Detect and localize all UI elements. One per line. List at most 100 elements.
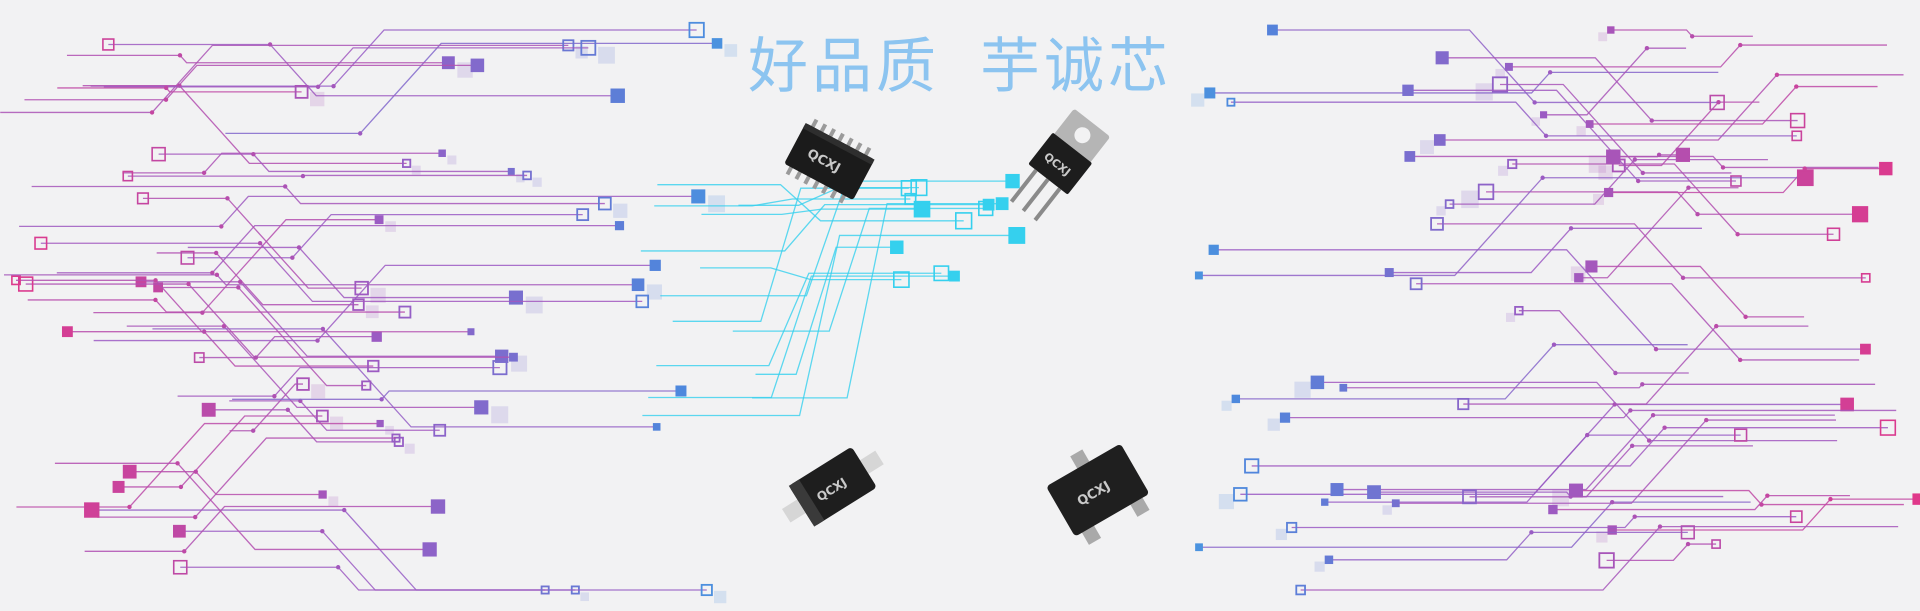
trace-pad [562, 39, 575, 52]
trace-dot [1532, 100, 1537, 105]
circuit-trace [1591, 265, 1805, 318]
trace-dot [1632, 514, 1637, 519]
trace-pad [122, 170, 134, 182]
circuit-trace [1328, 531, 1688, 561]
circuit-trace [1439, 74, 1904, 141]
circuit-trace [1576, 489, 1904, 506]
trace-pad [1321, 498, 1329, 506]
circuit-trace [180, 566, 546, 591]
trace-dot [149, 110, 155, 115]
trace-dot [1653, 346, 1659, 352]
trace-pad-shadow [613, 203, 628, 218]
trace-dot [1765, 493, 1770, 498]
circuit-trace [25, 283, 514, 358]
trace-pad [201, 402, 216, 417]
trace-pad [172, 524, 186, 538]
trace-pad [1433, 134, 1446, 146]
trace-pad-shadow [1598, 32, 1608, 42]
to220-transistor-icon: QCXJ [1009, 109, 1130, 226]
trace-pad [1286, 521, 1298, 534]
trace-dot [213, 250, 219, 256]
circuit-trace [118, 415, 323, 488]
trace-dot [250, 428, 256, 433]
trace-dot [282, 184, 288, 189]
trace-pad [467, 328, 475, 336]
trace-pad [1233, 487, 1248, 502]
trace-pad-shadow [365, 305, 379, 319]
trace-pad [610, 88, 625, 103]
trace-pad-shadow [385, 221, 396, 232]
circuit-trace [31, 185, 605, 205]
trace-pad [509, 352, 518, 362]
trace-pad-shadow [646, 284, 663, 300]
trace-dot [127, 504, 132, 510]
circuit-trace [103, 47, 589, 88]
circuit-trace [19, 195, 699, 228]
circuit-trace [199, 336, 377, 359]
circuit-trace [1608, 167, 1886, 194]
trace-dot [1585, 432, 1590, 438]
trace-pad [1462, 489, 1477, 505]
circuit-trace [1272, 29, 1718, 104]
circuit-trace [1209, 71, 1719, 94]
trace-dot [1716, 99, 1721, 105]
trace-pad-shadow [309, 91, 325, 107]
trace-pad-shadow [1294, 381, 1311, 398]
trace-pad [1826, 227, 1841, 241]
trace-pad [1607, 26, 1615, 34]
trace-dot [1644, 46, 1650, 51]
circuit-trace [640, 204, 989, 252]
trace-pad [1310, 375, 1325, 390]
circuit-trace [648, 275, 955, 399]
trace-pad [598, 196, 612, 211]
trace-pad [652, 423, 661, 431]
trace-dot [1737, 357, 1743, 363]
trace-pad [1789, 112, 1806, 129]
trace-dot [296, 245, 302, 250]
circuit-trace [108, 43, 618, 97]
circuit-trace [1508, 44, 1887, 68]
trace-pad [172, 559, 188, 575]
slogan-part-1: 好品质 [748, 32, 940, 102]
trace-pad [1514, 305, 1524, 316]
trace-pad-shadow [1598, 165, 1613, 180]
sot23-transistor-icon: QCXJ [1045, 440, 1155, 545]
trace-pad [180, 250, 195, 265]
trace-pad-shadow [525, 296, 543, 314]
trace-pad-shadow [1498, 165, 1509, 176]
trace-pad [1295, 584, 1306, 596]
trace-pad [135, 276, 147, 288]
circuit-trace [4, 274, 639, 286]
trace-pad-shadow [724, 44, 738, 57]
trace-dot [342, 507, 347, 513]
trace-pad-shadow [328, 496, 339, 507]
trace-pad [913, 200, 931, 218]
circuit-trace [1618, 101, 1760, 167]
trace-pad [1711, 539, 1721, 549]
trace-pad [1789, 510, 1803, 524]
trace-dot [1540, 175, 1545, 180]
circuit-trace [1374, 491, 1724, 498]
trace-pad [470, 58, 485, 73]
circuit-trace [1449, 158, 1768, 205]
trace-dot [1657, 524, 1663, 529]
trace-pad [102, 38, 115, 51]
circuit-trace [642, 234, 1017, 417]
trace-pad-shadow [1436, 206, 1446, 216]
trace-dot [290, 255, 295, 260]
circuit-trace [1389, 227, 1702, 274]
trace-pad [193, 352, 205, 364]
circuit-trace [93, 219, 380, 314]
trace-pad-shadow [1495, 68, 1505, 79]
trace-dot [192, 514, 198, 520]
circuit-trace [1395, 419, 1837, 504]
trace-dot [1543, 133, 1549, 139]
circuit-trace [140, 281, 502, 357]
trace-pad [122, 464, 137, 479]
trace-pad [1491, 76, 1509, 93]
trace-dot [1685, 541, 1691, 547]
trace-dot [1656, 152, 1662, 158]
trace-pad [1604, 187, 1614, 198]
trace-pad-shadow [1420, 140, 1434, 155]
